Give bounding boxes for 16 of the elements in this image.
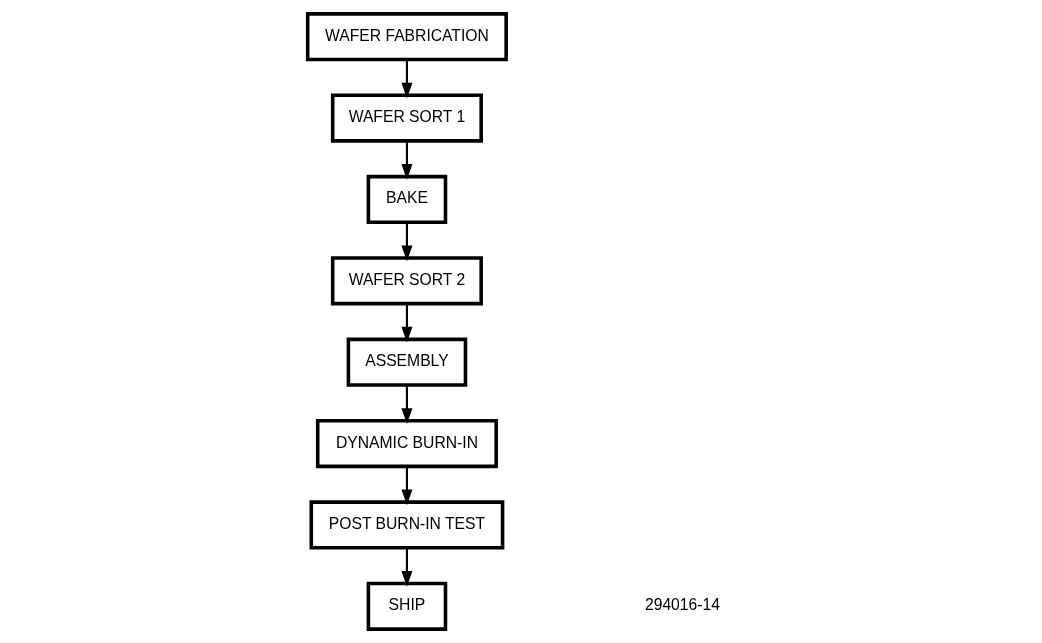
- arrow: [400, 222, 412, 262]
- arrow: [400, 547, 412, 587]
- node-box: DYNAMIC BURN-IN: [315, 418, 498, 469]
- node-box: WAFER SORT 2: [330, 256, 483, 306]
- node-box: WAFER FABRICATION: [305, 12, 508, 62]
- node-box: BAKE: [366, 174, 447, 225]
- arrow: [400, 140, 412, 180]
- arrow: [400, 303, 412, 343]
- label: 294016-14: [644, 596, 720, 614]
- node-box: WAFER SORT 1: [330, 93, 483, 143]
- arrow: [400, 385, 412, 424]
- node-box: ASSEMBLY: [346, 337, 467, 387]
- arrow: [400, 59, 412, 99]
- node-box: POST BURN-IN TEST: [309, 500, 504, 550]
- arrow: [400, 466, 412, 506]
- node-box: SHIP: [366, 581, 447, 631]
